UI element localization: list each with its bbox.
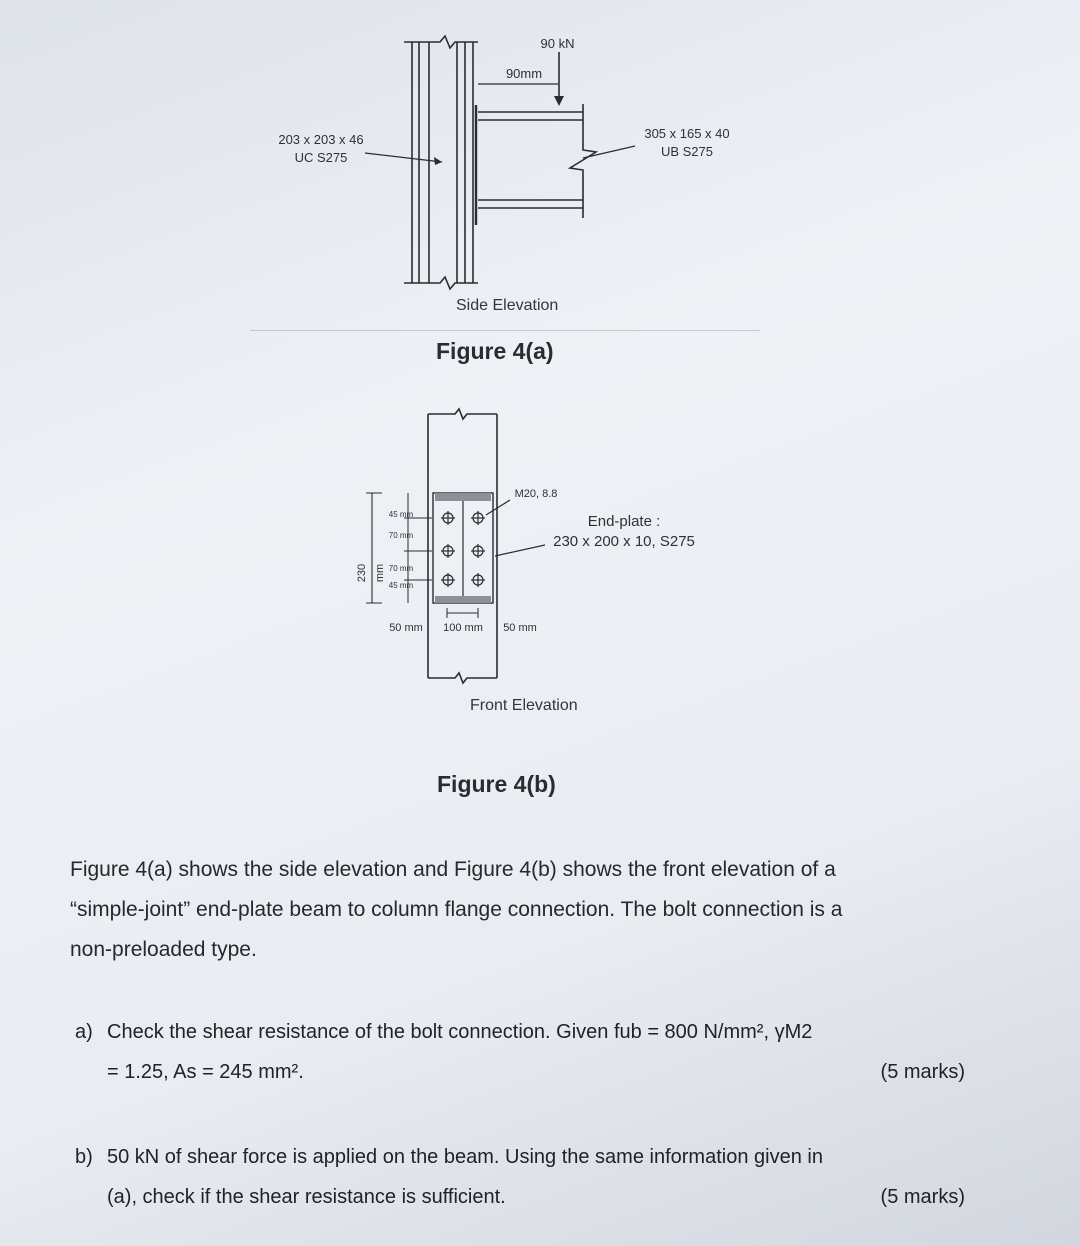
question-text: = 1.25, As = 245 mm². xyxy=(107,1061,304,1083)
beam-section-text: 305 x 165 x 40 xyxy=(644,126,730,141)
edge-top-label: 45 mm xyxy=(388,510,414,519)
edge-right-label: 50 mm xyxy=(503,622,537,634)
side-elevation-caption: Side Elevation xyxy=(456,297,559,314)
beam-top-flange xyxy=(435,493,491,501)
offset-label: 90mm xyxy=(505,66,543,81)
question-a: a) Check the shear resistance of the bolt… xyxy=(75,1012,965,1092)
column-section-label: 203 x 203 x 46 UC S275 xyxy=(268,131,374,167)
endplate-spec-text: 230 x 200 x 10, S275 xyxy=(553,533,695,550)
intro-paragraph: Figure 4(a) shows the side elevation and… xyxy=(70,850,970,970)
pitch-2-label: 70 mm xyxy=(388,564,414,573)
question-number: a) xyxy=(75,1021,93,1043)
figure-4b-label: Figure 4(b) xyxy=(437,771,556,797)
beam-bottom-flange xyxy=(435,596,491,603)
column-leader-arrow xyxy=(434,157,442,165)
column-leader-line xyxy=(364,152,443,163)
intro-line: “simple-joint” end-plate beam to column … xyxy=(70,898,843,921)
column-break-top xyxy=(428,407,497,421)
column-break-bottom xyxy=(428,671,497,685)
question-number: b) xyxy=(75,1146,93,1168)
bolt-spec-label: M20, 8.8 xyxy=(514,488,558,500)
question-marks: (5 marks) xyxy=(880,1186,965,1208)
beam-break xyxy=(567,104,599,218)
endplate-spec-label: End-plate : 230 x 200 x 10, S275 xyxy=(545,512,703,552)
front-elevation-caption: Front Elevation xyxy=(470,697,578,714)
question-marks: (5 marks) xyxy=(880,1061,965,1083)
edge-bottom-label: 45 mm xyxy=(388,581,414,590)
column-section-text: 203 x 203 x 46 xyxy=(278,132,364,147)
endplate-title-text: End-plate : xyxy=(587,513,661,530)
beam-leader-line xyxy=(582,145,636,159)
column-break-bottom xyxy=(404,275,478,291)
gauge-label: 100 mm xyxy=(443,622,483,634)
intro-line: Figure 4(a) shows the side elevation and… xyxy=(70,858,836,881)
question-text: 50 kN of shear force is applied on the b… xyxy=(107,1146,823,1168)
question-b: b) 50 kN of shear force is applied on the… xyxy=(75,1137,965,1217)
column-break-top xyxy=(404,34,478,50)
endplate-leader-line xyxy=(494,544,546,557)
column-grade-text: UC S275 xyxy=(294,150,348,165)
bolt-group xyxy=(441,511,485,587)
figure-4a-label: Figure 4(a) xyxy=(436,338,554,364)
edge-left-label: 50 mm xyxy=(389,622,423,634)
pitch-1-label: 70 mm xyxy=(388,531,414,540)
load-arrow-head xyxy=(554,96,564,106)
bolt-leader-line xyxy=(485,499,511,516)
beam-grade-text: UB S275 xyxy=(660,144,714,159)
beam-section-label: 305 x 165 x 40 UB S275 xyxy=(632,125,742,161)
question-text: Check the shear resistance of the bolt c… xyxy=(107,1021,813,1043)
intro-line: non-preloaded type. xyxy=(70,938,257,961)
load-label: 90 kN xyxy=(540,36,575,51)
question-text: (a), check if the shear resistance is su… xyxy=(107,1186,506,1208)
divider xyxy=(250,330,760,331)
